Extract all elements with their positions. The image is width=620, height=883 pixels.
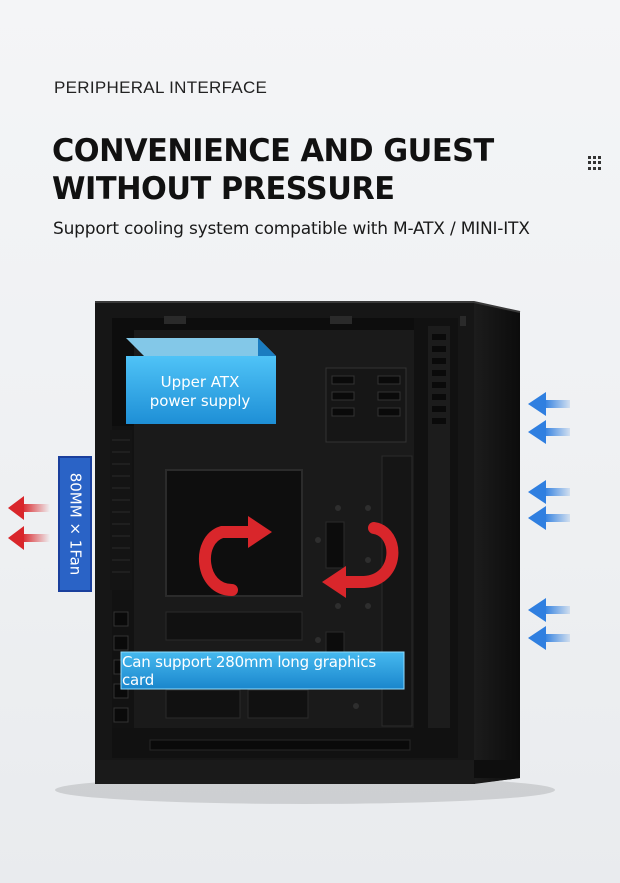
double-arrow-left-red-icon (8, 496, 50, 550)
drive-bay (325, 367, 407, 443)
section-eyebrow: PERIPHERAL INTERFACE (54, 78, 268, 97)
curved-arrow-red-icon (198, 516, 272, 596)
gpu-callout-bar (120, 651, 405, 690)
headline: CONVENIENCE AND GUEST WITHOUT PRESSURE (52, 132, 494, 208)
expansion-slots (113, 611, 129, 723)
psu-callout-box (126, 338, 276, 424)
case-side-panel (474, 302, 520, 784)
psu-label-line-2: power supply (149, 392, 251, 410)
fan-callout: 80MM × 1Fan (58, 456, 92, 592)
double-arrow-left-blue-icon (528, 392, 570, 444)
headline-line-1: CONVENIENCE AND GUEST (52, 133, 494, 169)
subtitle: Support cooling system compatible with M… (53, 219, 530, 239)
front-vents (432, 334, 446, 424)
gpu-callout-label: Can support 280mm long graphics card (122, 653, 377, 689)
double-arrow-left-blue-icon (528, 480, 570, 530)
fan-callout-label: 80MM × 1Fan (66, 472, 85, 576)
double-arrow-left-blue-icon (528, 598, 570, 650)
headline-line-2: WITHOUT PRESSURE (52, 171, 395, 207)
rear-fan-grille (110, 430, 132, 590)
psu-label-line-1: Upper ATX (160, 373, 240, 391)
grid-dots-icon[interactable] (588, 156, 602, 170)
curved-arrow-red-icon (322, 522, 399, 598)
psu-callout-label: Upper ATX power supply (126, 360, 274, 424)
